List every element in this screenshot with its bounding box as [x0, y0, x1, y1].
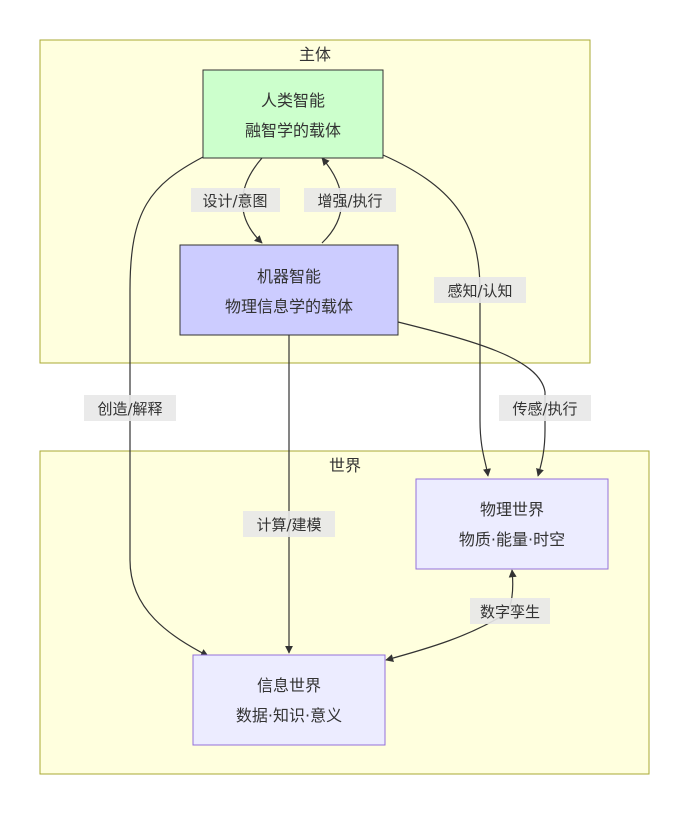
node-human-box — [202, 69, 384, 159]
edge-perceive — [382, 154, 491, 477]
node-human-intelligence: 人类智能 融智学的载体 — [202, 69, 384, 159]
edge-label-compute: 计算/建模 — [243, 511, 335, 537]
edge-label-perceive-bg — [434, 277, 526, 303]
edge-label-design-bg — [191, 188, 280, 212]
node-machine-intelligence: 机器智能 物理信息学的载体 — [179, 244, 399, 336]
node-machine-title: 机器智能 — [257, 267, 321, 286]
cluster-world-title: 世界 — [329, 456, 361, 475]
edge-labels: 设计/意图 增强/执行 感知/认知 创造/解释 传感/执行 计算/建模 数字孪生 — [84, 188, 591, 624]
edge-label-create-bg — [84, 395, 176, 421]
edge-sense — [397, 321, 546, 477]
edge-label-twin-text: 数字孪生 — [480, 603, 540, 621]
node-machine-box — [179, 244, 399, 336]
node-physical-subtitle: 物质·能量·时空 — [459, 530, 565, 549]
node-physical-box — [415, 478, 609, 570]
edge-label-design: 设计/意图 — [191, 188, 280, 212]
node-machine-subtitle: 物理信息学的载体 — [225, 297, 353, 316]
node-info-title: 信息世界 — [257, 676, 321, 695]
node-info-box — [192, 654, 386, 746]
edge-label-perceive: 感知/认知 — [434, 277, 526, 303]
edge-label-enhance-bg — [304, 188, 396, 212]
edge-label-create: 创造/解释 — [84, 395, 176, 421]
edge-label-enhance-text: 增强/执行 — [317, 192, 382, 210]
edge-label-twin-bg — [470, 598, 550, 624]
edge-label-sense-text: 传感/执行 — [512, 400, 577, 418]
edge-label-perceive-text: 感知/认知 — [447, 282, 512, 300]
edge-label-compute-text: 计算/建模 — [256, 516, 321, 534]
node-info-world: 信息世界 数据·知识·意义 — [192, 654, 386, 746]
edge-label-enhance: 增强/执行 — [304, 188, 396, 212]
edge-label-twin: 数字孪生 — [470, 598, 550, 624]
node-human-subtitle: 融智学的载体 — [245, 121, 341, 140]
node-physical-title: 物理世界 — [480, 500, 544, 519]
node-physical-world: 物理世界 物质·能量·时空 — [415, 478, 609, 570]
edge-label-compute-bg — [243, 511, 335, 537]
edge-label-sense: 传感/执行 — [499, 395, 591, 421]
edge-create — [129, 156, 209, 657]
edge-label-sense-bg — [499, 395, 591, 421]
edge-label-create-text: 创造/解释 — [97, 400, 162, 418]
node-info-subtitle: 数据·知识·意义 — [236, 706, 342, 725]
cluster-subject-title: 主体 — [299, 45, 331, 64]
edge-label-design-text: 设计/意图 — [202, 192, 267, 210]
node-human-title: 人类智能 — [261, 91, 325, 110]
